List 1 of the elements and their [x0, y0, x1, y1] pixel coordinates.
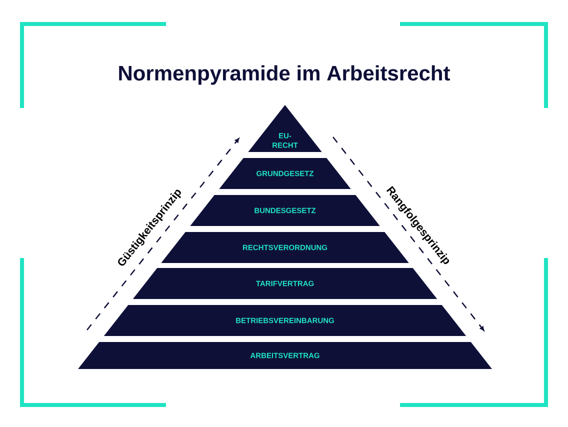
- title: Normenpyramide im Arbeitsrecht: [119, 65, 450, 85]
